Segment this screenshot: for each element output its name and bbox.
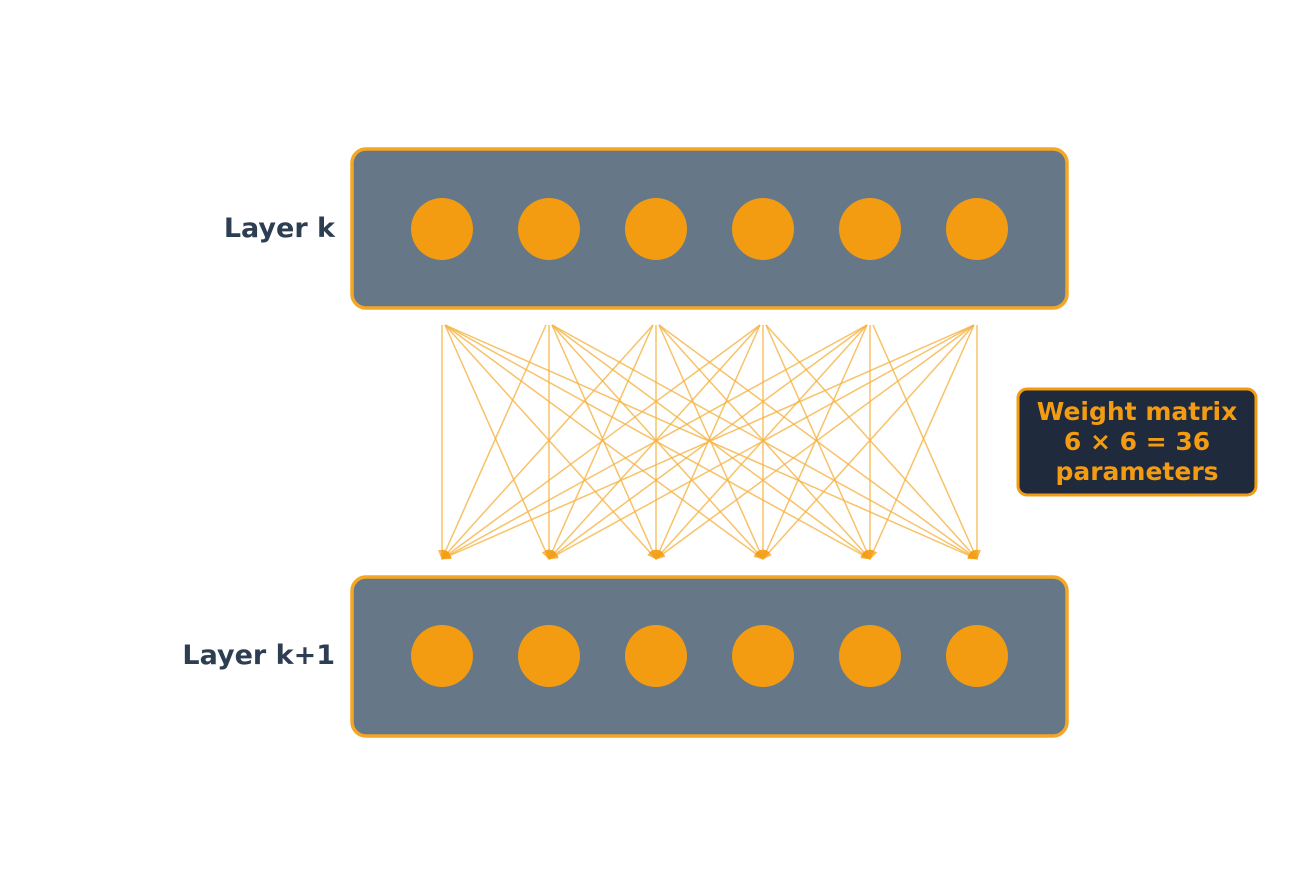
weight-matrix-info-box: Weight matrix 6 × 6 = 36 parameters xyxy=(1016,387,1258,497)
neuron-k-3 xyxy=(625,198,687,260)
connection-1-to-3 xyxy=(444,324,657,560)
neuron-k-plus-1-1 xyxy=(411,625,473,687)
info-box-background xyxy=(1016,387,1258,497)
connection-4-to-6 xyxy=(765,324,978,560)
layer-k-plus-1-box xyxy=(350,575,1069,738)
connection-1-to-2 xyxy=(444,324,550,560)
neuron-k-6 xyxy=(946,198,1008,260)
layer-k-neurons xyxy=(411,198,1008,260)
connection-6-to-4 xyxy=(762,324,975,560)
connection-6-to-2 xyxy=(548,324,975,560)
info-line-3: parameters xyxy=(1055,457,1218,486)
layer-k-plus-1-neurons xyxy=(411,625,1008,687)
connection-5-to-6 xyxy=(872,324,978,560)
connection-2-to-1 xyxy=(441,324,547,560)
connection-6-to-5 xyxy=(869,324,975,560)
connection-3-to-4 xyxy=(658,324,764,560)
connection-4-to-1 xyxy=(441,324,761,560)
info-line-1: Weight matrix xyxy=(1037,397,1237,426)
connection-6-to-1 xyxy=(441,324,975,560)
neuron-k-4 xyxy=(732,198,794,260)
info-line-2: 6 × 6 = 36 xyxy=(1064,427,1210,456)
connection-3-to-5 xyxy=(658,324,871,560)
connection-3-to-1 xyxy=(441,324,654,560)
neuron-k-plus-1-3 xyxy=(625,625,687,687)
neuron-k-1 xyxy=(411,198,473,260)
neuron-k-plus-1-4 xyxy=(732,625,794,687)
layer-k-plus-1: Layer k+1 xyxy=(182,575,1069,738)
neuron-k-plus-1-5 xyxy=(839,625,901,687)
layer-k-box xyxy=(350,147,1069,310)
connection-4-to-5 xyxy=(765,324,871,560)
connection-2-to-3 xyxy=(551,324,657,560)
neuron-k-plus-1-6 xyxy=(946,625,1008,687)
connection-2-to-4 xyxy=(551,324,764,560)
layer-k-label: Layer k xyxy=(224,213,336,244)
neuron-k-5 xyxy=(839,198,901,260)
connections xyxy=(438,324,981,560)
connection-6-to-3 xyxy=(655,324,975,560)
connection-5-to-1 xyxy=(441,324,868,560)
neuron-k-plus-1-2 xyxy=(518,625,580,687)
layer-k: Layer k xyxy=(224,147,1069,310)
layer-k-plus-1-label: Layer k+1 xyxy=(182,640,335,671)
neuron-k-2 xyxy=(518,198,580,260)
